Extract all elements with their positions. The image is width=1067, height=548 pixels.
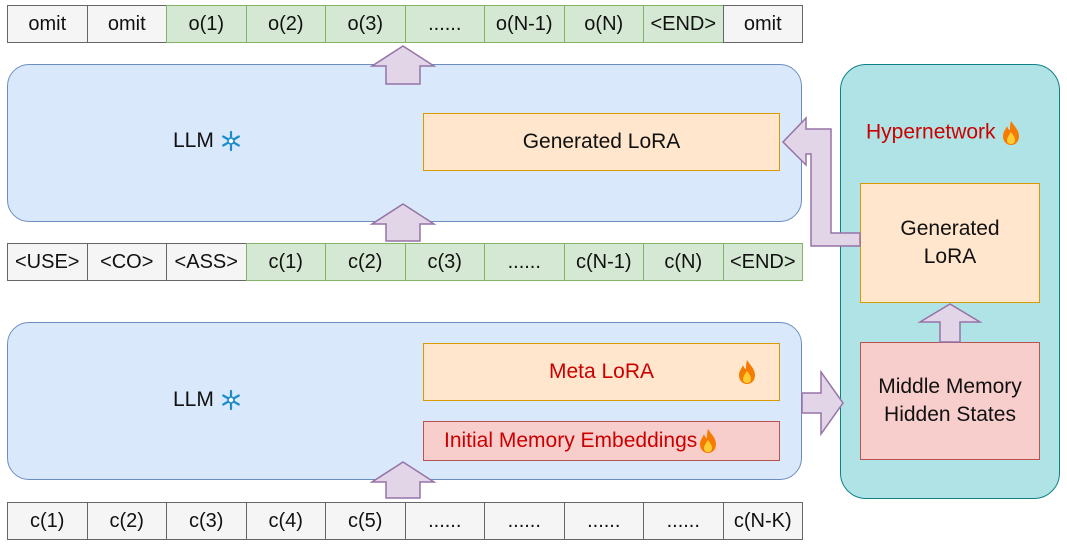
- lower-input-row-token: c(3): [166, 502, 247, 540]
- lower-input-row-token: ......: [643, 502, 724, 540]
- fire-icon: [700, 429, 717, 453]
- output-row-token: o(2): [245, 5, 326, 43]
- upper-llm-label: LLM: [173, 129, 242, 153]
- output-row-token: o(N-1): [484, 5, 565, 43]
- fire-icon: [739, 360, 755, 384]
- lower-llm-label: LLM: [173, 388, 242, 412]
- upper-input-row-token: c(2): [325, 243, 406, 281]
- lower-input-row-token: ......: [484, 502, 565, 540]
- upper-input-row-token: <END>: [722, 243, 803, 281]
- meta-lora-box: Meta LoRA: [423, 343, 780, 401]
- upper-input-row-token: ......: [484, 243, 565, 281]
- upper-input-row-token: c(1): [245, 243, 326, 281]
- output-row-token: omit: [722, 5, 803, 43]
- generated-lora-box: Generated LoRA: [423, 113, 780, 171]
- hypernetwork-title: Hypernetwork: [866, 120, 1021, 146]
- output-row-token: o(3): [325, 5, 406, 43]
- lower-input-row-token: ......: [404, 502, 485, 540]
- output-row-token: omit: [86, 5, 167, 43]
- arrow-into-memory: [369, 461, 437, 499]
- output-row-token: o(1): [166, 5, 247, 43]
- output-row-token: ......: [404, 5, 485, 43]
- upper-input-row-token: c(N): [643, 243, 724, 281]
- output-row-token: omit: [7, 5, 88, 43]
- hyper-generated-lora-box: Generated LoRA: [860, 183, 1040, 303]
- lower-input-row-token: c(5): [325, 502, 406, 540]
- arrow-hidden-to-lora: [917, 303, 983, 343]
- snowflake-icon: [221, 390, 240, 411]
- upper-input-row-token: <ASS>: [166, 243, 247, 281]
- lower-input-row-token: c(4): [245, 502, 326, 540]
- output-row-token: <END>: [643, 5, 724, 43]
- fire-icon: [1003, 121, 1020, 145]
- lower-input-row-token: c(N-K): [722, 502, 803, 540]
- memory-embeddings-box: Initial Memory Embeddings: [423, 421, 780, 461]
- output-row-token: o(N): [563, 5, 644, 43]
- lower-input-row-token: c(1): [7, 502, 88, 540]
- upper-input-row-token: <USE>: [7, 243, 88, 281]
- upper-input-row-token: c(3): [404, 243, 485, 281]
- arrow-into-upper-llm: [369, 203, 437, 242]
- arrow-to-hidden-states: [801, 369, 844, 437]
- arrow-to-output: [369, 45, 437, 85]
- arrow-lora-to-llm: [781, 116, 861, 247]
- snowflake-icon: [221, 131, 240, 152]
